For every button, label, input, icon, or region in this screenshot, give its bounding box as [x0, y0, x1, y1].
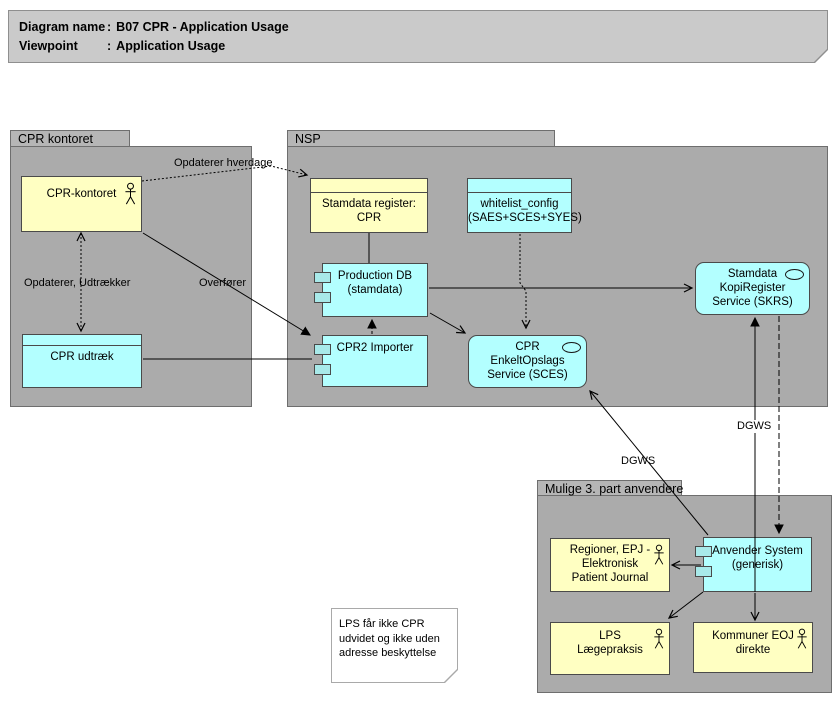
node-whitelist-config: whitelist_config (SAES+SCES+SYES): [467, 178, 582, 233]
node-stamdata-register: Stamdata register: CPR: [310, 178, 428, 233]
node-sces: CPR EnkeltOpslags Service (SCES): [468, 335, 587, 388]
data-object-strip: [23, 335, 141, 346]
edge-label-dgws-nsp: DGWS: [621, 455, 656, 467]
component-tab-icon: [695, 546, 712, 557]
actor-icon: [653, 544, 665, 570]
component-tab-icon: [314, 364, 331, 375]
node-cpr-udtraek: CPR udtræk: [22, 334, 142, 388]
actor-icon: [653, 628, 665, 654]
actor-icon: [796, 628, 808, 654]
viewpoint-label: Viewpoint: [19, 39, 78, 53]
service-oval-icon: [562, 342, 581, 353]
component-tab-icon: [695, 566, 712, 577]
group-tab-cpr-kontoret: CPR kontoret: [10, 130, 130, 147]
edge-label-overfoerer: Overfører: [199, 277, 247, 289]
node-kommuner-eoj: Kommuner EOJ direkte: [693, 622, 813, 673]
data-object-strip: [468, 179, 571, 193]
viewpoint-row: Viewpoint:Application Usage: [19, 37, 827, 56]
component-tab-icon: [314, 272, 331, 283]
node-production-db: Production DB (stamdata): [314, 263, 428, 317]
edge-label-opdaterer-hverdage: Opdaterer hverdage: [174, 157, 273, 169]
group-tab-mulige: Mulige 3. part anvendere: [537, 480, 683, 496]
node-anvender-system: Anvender System (generisk): [695, 537, 812, 592]
component-tab-icon: [314, 344, 331, 355]
node-lps: LPS Lægepraksis: [550, 622, 670, 675]
node-cpr-kontoret: CPR-kontoret: [21, 176, 142, 232]
diagram-name-value: B07 CPR - Application Usage: [116, 20, 289, 34]
note: LPS får ikke CPR udvidet og ikke uden ad…: [331, 608, 458, 683]
diagram-name-row: Diagram name:B07 CPR - Application Usage: [19, 18, 827, 37]
title-block: Diagram name:B07 CPR - Application Usage…: [8, 10, 828, 63]
service-oval-icon: [785, 269, 804, 280]
component-tab-icon: [314, 292, 331, 303]
data-object-strip: [311, 179, 427, 193]
node-skrs: Stamdata KopiRegister Service (SKRS): [695, 262, 810, 315]
group-tab-nsp: NSP: [287, 130, 555, 147]
diagram-name-label: Diagram name: [19, 20, 106, 34]
node-cpr2-importer: CPR2 Importer: [314, 335, 428, 387]
actor-icon: [124, 182, 137, 210]
edge-label-opdaterer-udtraekker: Opdaterer, Udtrækker: [24, 277, 131, 289]
node-regioner-epj: Regioner, EPJ - Elektronisk Patient Jour…: [550, 538, 670, 592]
viewpoint-value: Application Usage: [116, 39, 226, 53]
edge-label-dgws-skrs: DGWS: [735, 420, 774, 433]
